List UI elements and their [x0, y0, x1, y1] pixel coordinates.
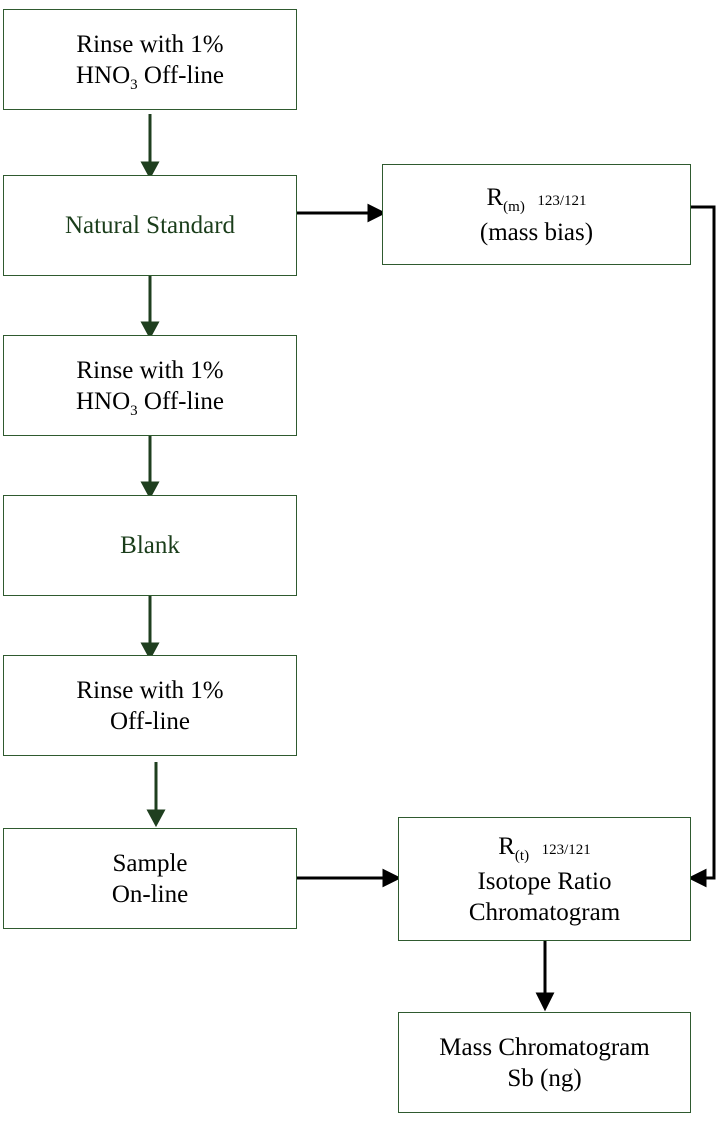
sample-line1: Sample	[112, 849, 188, 877]
rinse-box-2-hno: HNO	[76, 387, 131, 415]
isotope-ratio-value: 123/121	[541, 841, 591, 858]
natural-standard-box: Natural Standard	[3, 175, 297, 276]
isotope-line3: Chromatogram	[468, 898, 621, 926]
sample-box: Sample On-line	[3, 828, 297, 929]
mass-bias-line2: (mass bias)	[479, 218, 594, 246]
rinse-box-3-line1: Rinse with 1%	[76, 676, 224, 704]
mass-chromatogram-line1: Mass Chromatogram	[439, 1033, 650, 1061]
natural-standard-label: Natural Standard	[64, 212, 236, 239]
mass-chromatogram-line2: Sb (ng)	[507, 1064, 582, 1092]
rinse-box-1-line1: Rinse with 1%	[76, 30, 224, 58]
mass-chromatogram-box: Mass Chromatogram Sb (ng)	[398, 1012, 691, 1113]
isotope-line2: Isotope Ratio	[477, 867, 612, 895]
mass-bias-box: R(m) 123/121 (mass bias)	[382, 164, 691, 265]
rinse-box-3-line2: Off-line	[109, 707, 191, 735]
arrow-massbias-to-isotope	[690, 205, 716, 880]
rinse-box-1-hno: HNO	[76, 61, 131, 89]
blank-box: Blank	[3, 495, 297, 596]
rinse-box-2-line1: Rinse with 1%	[76, 356, 224, 384]
rinse-box-3: Rinse with 1% Off-line	[3, 655, 297, 756]
mass-bias-r-sub: (m)	[503, 198, 525, 215]
isotope-r-sub: (t)	[514, 847, 530, 864]
blank-label: Blank	[120, 532, 180, 559]
sample-line2: On-line	[111, 880, 189, 908]
isotope-ratio-box: R(t) 123/121 Isotope Ratio Chromatogram	[398, 817, 691, 941]
mass-bias-r: R	[486, 183, 504, 211]
rinse-box-2-offline: Off-line	[137, 387, 224, 415]
isotope-r: R	[498, 832, 515, 860]
rinse-box-1-sub: 3	[130, 76, 138, 93]
rinse-box-1: Rinse with 1% HNO3 Off-line	[3, 9, 297, 110]
rinse-box-2: Rinse with 1% HNO3 Off-line	[3, 335, 297, 436]
rinse-box-2-sub: 3	[130, 402, 138, 419]
mass-bias-ratio: 123/121	[537, 192, 587, 209]
rinse-box-1-offline: Off-line	[137, 61, 224, 89]
